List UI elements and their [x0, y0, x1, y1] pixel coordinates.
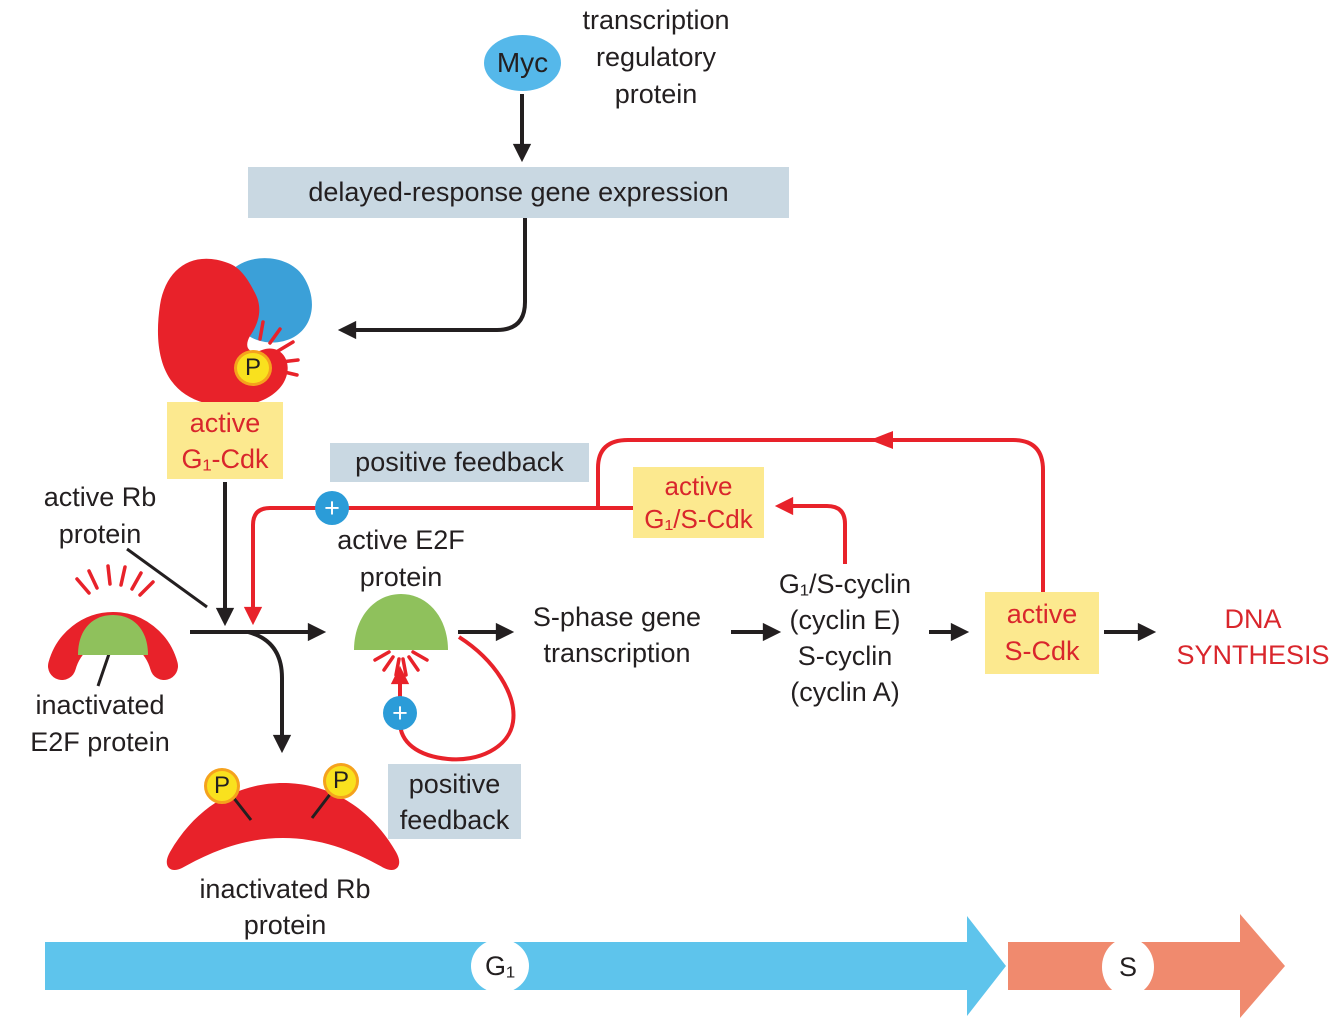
gene-to-g1cdk-arrow	[337, 218, 527, 340]
active-e2f-rays	[373, 650, 429, 677]
phosphate-icon: P	[204, 768, 240, 804]
plus-icon: +	[383, 696, 417, 730]
cyclins-to-g1scdk-arrow	[774, 496, 847, 564]
phosphate-link-right	[310, 792, 333, 819]
active-g1s-cdk-box: active G₁/S-Cdk	[633, 467, 764, 538]
active-e2f-dome	[354, 594, 448, 650]
feedback-left-arrowhead	[870, 431, 893, 449]
e2f-positive-feedback-loop	[390, 635, 516, 762]
s-phase-marker: S	[1102, 938, 1154, 996]
inactivated-rb-shape	[166, 783, 400, 871]
active-s-cdk-box: active S-Cdk	[985, 592, 1099, 674]
plus-icon: +	[315, 491, 349, 525]
phosphate-icon: P	[323, 763, 359, 799]
phosphate-link-left	[231, 796, 253, 821]
positive-feedback-bottom-box: positive feedback	[388, 764, 521, 839]
s-phase-gene-transcription-label: S-phase gene transcription	[532, 602, 702, 668]
dna-synthesis-label: DNA SYNTHESIS	[1176, 604, 1330, 670]
active-e2f-protein-label: active E2F protein	[337, 525, 465, 592]
inactivated-e2f-protein-label: inactivated E2F protein	[30, 690, 170, 757]
transcription-regulatory-protein-label: transcription regulatory protein	[582, 5, 730, 109]
scdk-feedback-path	[596, 438, 1045, 594]
inactivated-e2f-pointer-line	[96, 650, 112, 687]
active-g1-cdk-box: active G₁-Cdk	[167, 402, 283, 479]
myc-label: Myc	[496, 47, 549, 78]
active-rb-pointer-line	[126, 547, 208, 609]
inactivated-e2f-dome	[78, 615, 148, 655]
cyclins-label: G₁/S-cyclin (cyclin E) S-cyclin (cyclin …	[778, 569, 912, 707]
delayed-response-gene-expression-box: delayed-response gene expression	[248, 167, 789, 218]
phosphate-icon: P	[234, 350, 272, 386]
active-rb-rays	[75, 564, 155, 597]
inactivated-rb-protein-label: inactivated Rb protein	[199, 874, 371, 940]
myc-protein: Myc	[484, 35, 561, 91]
active-rb-protein-label: active Rb protein	[43, 482, 157, 549]
g1scdk-feedback-arrow	[243, 506, 636, 626]
rb-phosphorylation-branch-arrow	[247, 630, 292, 754]
positive-feedback-top-box: positive feedback	[330, 443, 589, 482]
g1-phase-marker: G₁	[471, 939, 529, 993]
g1cdk-activity-rays	[258, 320, 300, 377]
